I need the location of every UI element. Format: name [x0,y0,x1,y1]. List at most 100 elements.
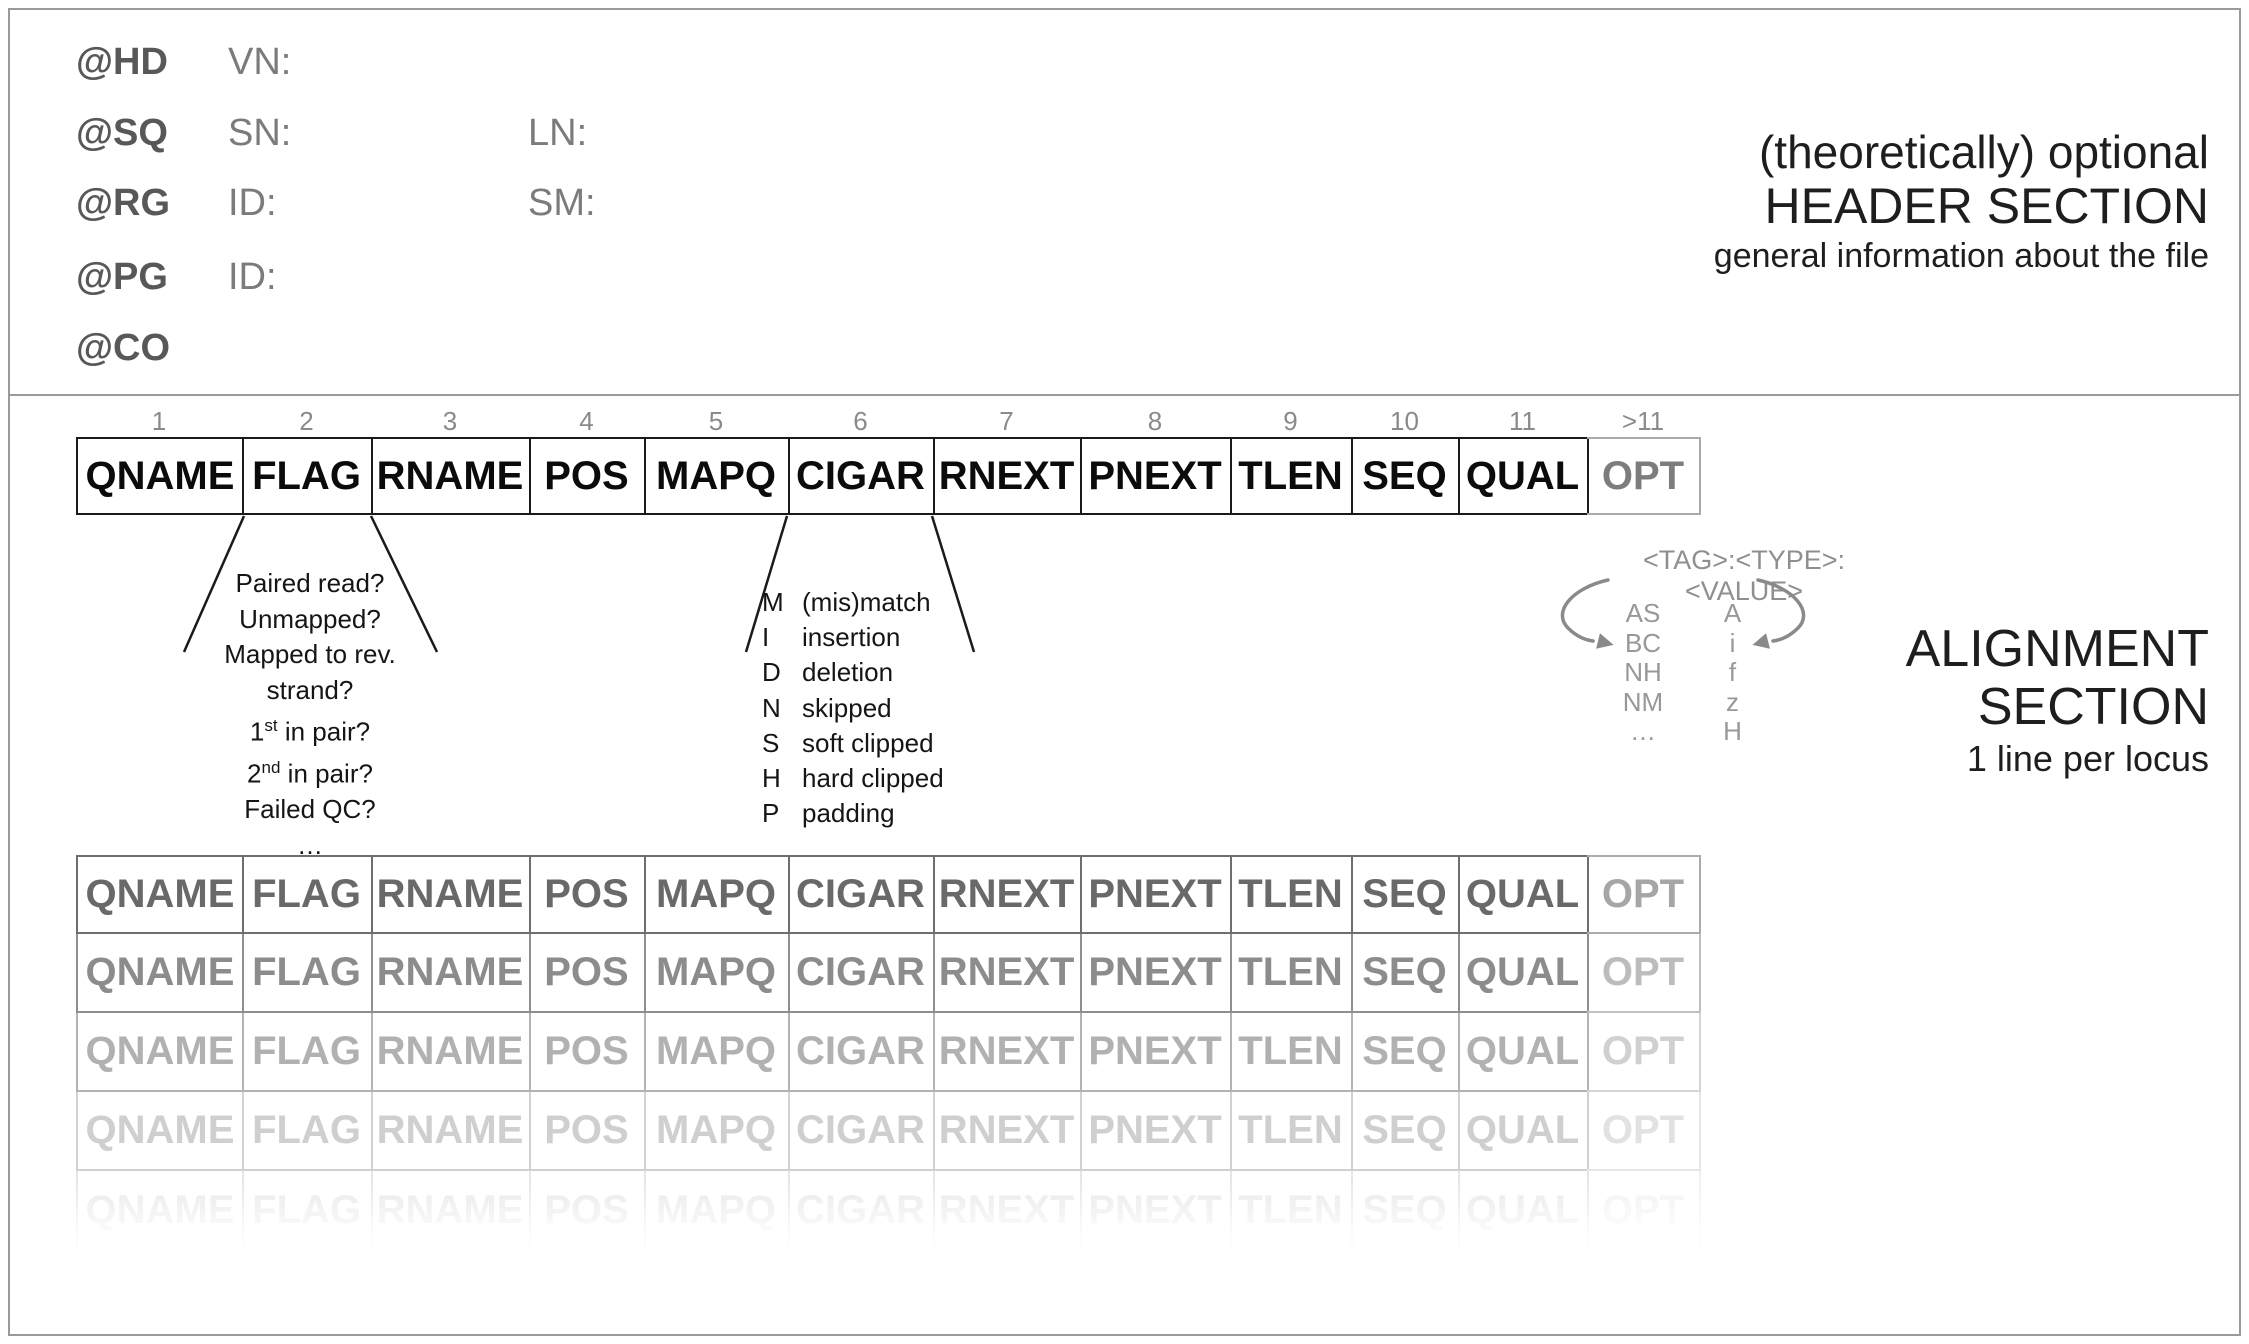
body-cell-pnext: PNEXT [1080,855,1232,934]
header-tag-label: @RG [76,182,171,224]
header-cell-mapq: MAPQ [644,437,790,515]
body-cell-qual: QUAL [1458,934,1589,1013]
header-field-label: SM: [528,182,596,224]
flag-annotation-line: Failed QC? [244,794,376,825]
fade-out-veil [58,1178,1738,1278]
header-cell-seq: SEQ [1351,437,1460,515]
body-cell-rnext: RNEXT [933,1092,1082,1171]
column-number: 11 [1509,406,1536,436]
flag-annotation-line: Unmapped? [239,603,381,634]
header-note-line3: general information about the file [1713,237,2209,275]
alignment-note-line2: SECTION [1977,678,2209,736]
body-cell-pos: POS [529,855,646,934]
body-cell-pos: POS [529,934,646,1013]
opt-tag-item: … [1630,716,1656,746]
header-cell-qual: QUAL [1458,437,1589,515]
opt-type-item: f [1728,657,1737,687]
header-cell-pos: POS [529,437,646,515]
header-cell-qname: QNAME [76,437,244,515]
body-cell-qname: QNAME [76,1092,244,1171]
cigar-code: D [762,657,781,688]
body-cell-flag: FLAG [242,1092,373,1171]
cigar-code: P [762,798,780,829]
body-cell-mapq: MAPQ [644,855,790,934]
body-cell-flag: FLAG [242,1013,373,1092]
header-field-label: SN: [228,112,292,154]
header-field-label: ID: [228,256,277,298]
header-cell-pnext: PNEXT [1080,437,1232,515]
body-cell-tlen: TLEN [1230,1013,1353,1092]
body-cell-opt: OPT [1587,1092,1701,1171]
header-row: @PG ID: [0,248,700,306]
body-cell-flag: FLAG [242,855,373,934]
body-cell-cigar: CIGAR [788,855,935,934]
body-cell-seq: SEQ [1351,855,1460,934]
alignment-note-line1: ALIGNMENT [1905,620,2209,678]
body-cell-opt: OPT [1587,934,1701,1013]
flag-annotation-line: 1st in pair? [249,716,371,747]
header-tag-label: @PG [76,256,168,298]
header-tag-label: @SQ [76,112,168,154]
cigar-code: M [762,587,784,617]
body-cell-opt: OPT [1587,1013,1701,1092]
alignment-section-note: ALIGNMENT SECTION 1 line per locus [1309,620,2209,782]
body-cell-qual: QUAL [1458,855,1589,934]
body-cell-rnext: RNEXT [933,1013,1082,1092]
body-cell-seq: SEQ [1351,1092,1460,1171]
body-cell-rname: RNAME [371,1092,531,1171]
column-number: 6 [853,406,868,436]
opt-tag-item: AS [1625,598,1661,628]
column-number: 1 [151,406,167,436]
header-field-label: ID: [228,182,277,224]
cigar-code: N [762,692,781,723]
header-note-line2: HEADER SECTION [1764,178,2209,234]
body-cell-tlen: TLEN [1230,855,1353,934]
body-cell-rnext: RNEXT [933,855,1082,934]
opt-type-item: i [1729,627,1736,658]
column-number: 8 [1147,406,1163,436]
header-cell-cigar: CIGAR [788,437,935,515]
body-cell-qname: QNAME [76,855,244,934]
column-number: 9 [1283,406,1298,436]
header-cell-rname: RNAME [371,437,531,515]
body-cell-mapq: MAPQ [644,1013,790,1092]
body-cell-rname: RNAME [371,934,531,1013]
header-cell-tlen: TLEN [1230,437,1353,515]
header-section-note: (theoretically) optional HEADER SECTION … [1309,126,2209,278]
header-cell-rnext: RNEXT [933,437,1082,515]
body-cell-seq: SEQ [1351,934,1460,1013]
body-cell-cigar: CIGAR [788,1092,935,1171]
body-cell-qname: QNAME [76,1013,244,1092]
body-cell-rname: RNAME [371,1013,531,1092]
flag-annotation: Paired read?Unmapped?Mapped to rev.stran… [168,566,452,863]
body-cell-rnext: RNEXT [933,934,1082,1013]
body-cell-pnext: PNEXT [1080,1092,1232,1171]
body-cell-flag: FLAG [242,934,373,1013]
body-cell-pos: POS [529,1092,646,1171]
cigar-code: H [762,763,781,794]
body-cell-pnext: PNEXT [1080,934,1232,1013]
body-cell-mapq: MAPQ [644,934,790,1013]
body-cell-opt: OPT [1587,855,1701,934]
flag-annotation-line: Paired read? [235,568,385,598]
column-number: 2 [299,406,314,436]
body-cell-pnext: PNEXT [1080,1013,1232,1092]
outer-frame [8,8,2241,1336]
column-number: 4 [579,406,594,436]
body-cell-qname: QNAME [76,934,244,1013]
body-cell-qual: QUAL [1458,1092,1589,1171]
